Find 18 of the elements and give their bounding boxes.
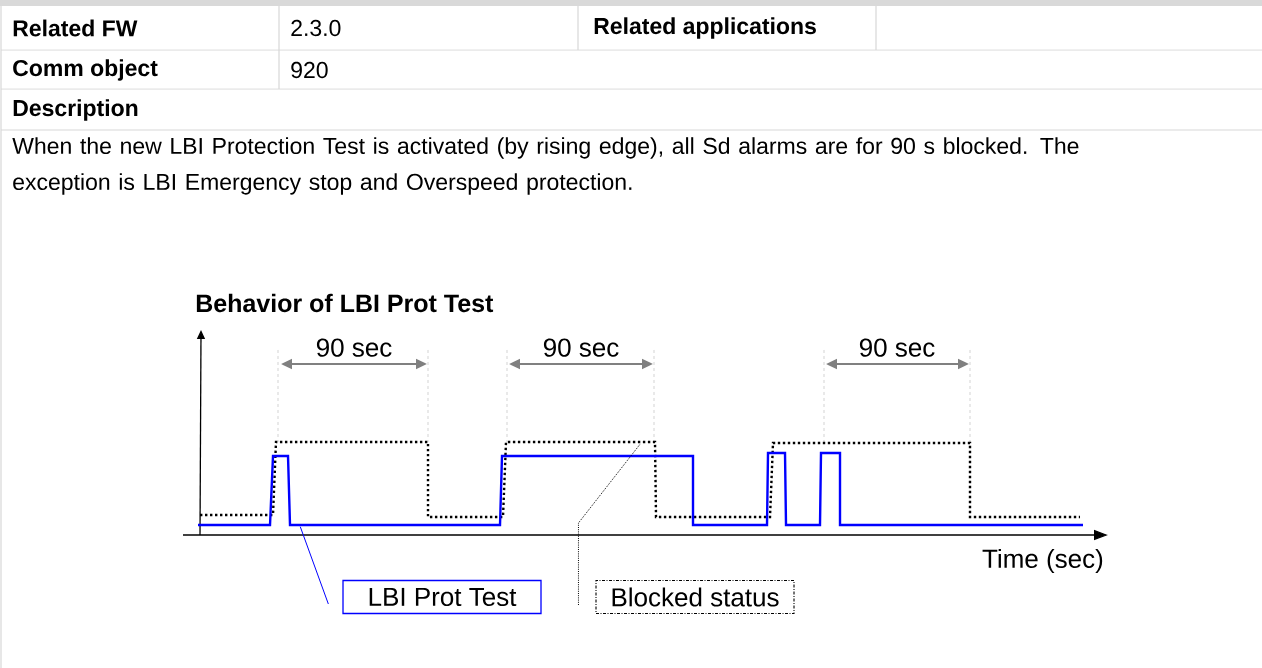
label-text: Comm object [13, 59, 158, 81]
dimension-label: 90 sec [859, 338, 935, 357]
leader-line [577, 443, 641, 606]
cell-text: 2.3.0 [291, 19, 341, 37]
label-text: Related applications [594, 17, 816, 39]
leader-line [299, 526, 329, 605]
callout-box: LBI Prot Test [342, 579, 542, 615]
axis-label: Time (sec) [982, 548, 1103, 574]
description-text: When the new LBI Protection Test is activated (by rising edge), all Sd alarms are for 90 s blocked. The exception is LBI Emergency stop and Overspeed protection. [12, 137, 1079, 195]
callout-box: Blocked status [595, 579, 795, 615]
blocked-status-trace [200, 440, 1080, 519]
label-text: Related FW [13, 19, 138, 37]
section-heading: Description [13, 99, 138, 121]
chart-title: Behavior of LBI Prot Test [196, 293, 494, 313]
dimension-label: 90 sec [543, 338, 619, 357]
cell-text: 920 [291, 61, 328, 79]
signal-trace [198, 451, 1083, 527]
dimension-label: 90 sec [316, 338, 392, 357]
